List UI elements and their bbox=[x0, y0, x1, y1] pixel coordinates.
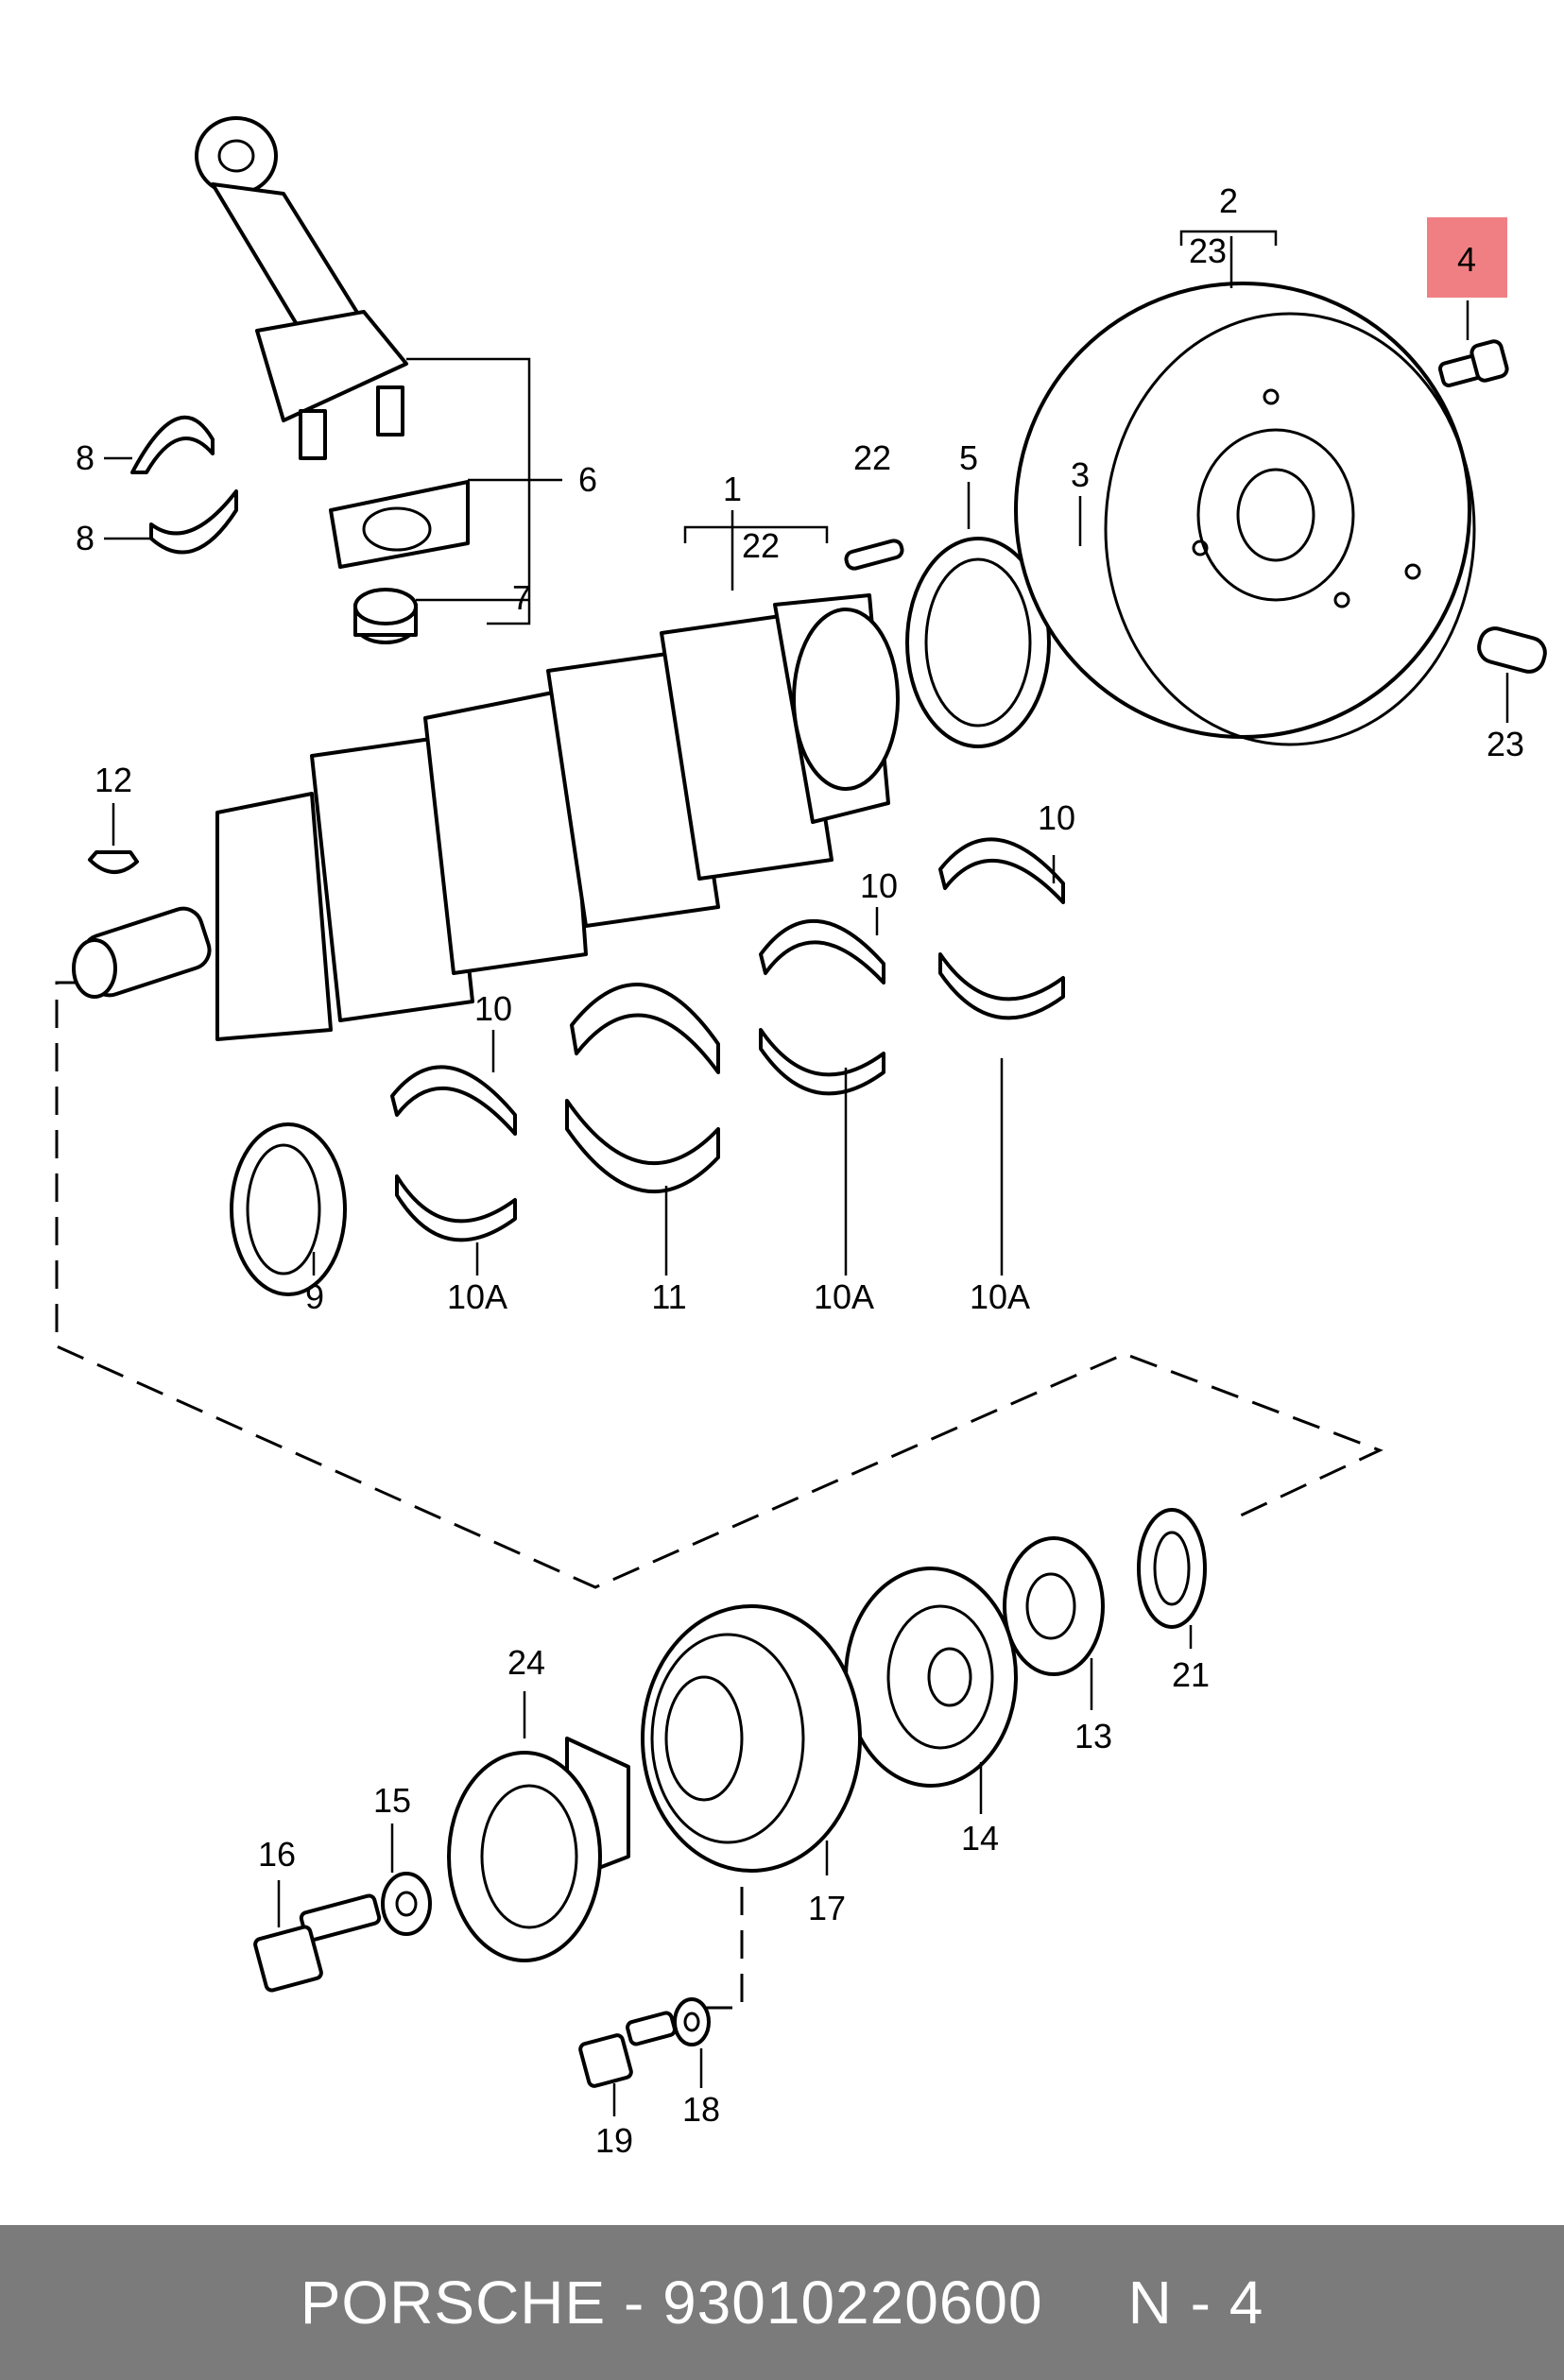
callout-9: 9 bbox=[305, 1277, 324, 1316]
callout-21: 21 bbox=[1172, 1655, 1210, 1694]
callout-10c: 10 bbox=[1038, 798, 1075, 837]
callout-16: 16 bbox=[258, 1835, 296, 1874]
callout-8a: 8 bbox=[76, 438, 95, 477]
callout-13: 13 bbox=[1074, 1717, 1112, 1755]
callout-3: 3 bbox=[1071, 455, 1090, 494]
leader-lines bbox=[104, 230, 1509, 2116]
pulley-17 bbox=[641, 1604, 862, 1873]
bolt-19 bbox=[578, 2011, 677, 2088]
sprocket-14 bbox=[844, 1567, 1018, 1788]
callout-2: 2 bbox=[1219, 181, 1238, 220]
separator: - bbox=[623, 2269, 645, 2337]
callout-4: 4 bbox=[1457, 240, 1476, 279]
callout-11: 11 bbox=[651, 1277, 686, 1316]
washer-18 bbox=[673, 1997, 711, 2046]
callout-7: 7 bbox=[512, 578, 531, 617]
callout-12: 12 bbox=[95, 761, 132, 799]
rod-bearing-shells bbox=[130, 415, 238, 555]
brand-name: PORSCHE bbox=[300, 2269, 607, 2337]
part-number-banner: PORSCHE - 93010220600 N - 4 bbox=[0, 2225, 1564, 2380]
seal-21 bbox=[1137, 1508, 1207, 1629]
callout-10a: 10 bbox=[474, 989, 512, 1028]
callout-24: 24 bbox=[507, 1643, 545, 1682]
callout-22a: 22 bbox=[742, 526, 780, 565]
callout-14: 14 bbox=[961, 1819, 999, 1858]
callout-18: 18 bbox=[682, 2090, 720, 2129]
flange-bearing bbox=[230, 1122, 347, 1296]
callout-labels: 1 22 2 23 4 3 5 22 6 7 8 8 23 12 10 10 1… bbox=[76, 181, 1524, 2160]
callout-5: 5 bbox=[959, 438, 978, 477]
callout-8b: 8 bbox=[76, 519, 95, 557]
callout-10A3: 10A bbox=[970, 1277, 1030, 1316]
bearing-shell-10-1 bbox=[390, 1065, 517, 1242]
rod-nut bbox=[353, 588, 418, 644]
assembly-dash-outline bbox=[55, 981, 1384, 1589]
bearing-shell-11 bbox=[565, 983, 720, 1194]
bearing-shell-10-2 bbox=[759, 919, 885, 1096]
pin-22 bbox=[844, 539, 904, 571]
seal-5 bbox=[905, 537, 1051, 748]
callout-17: 17 bbox=[808, 1889, 846, 1927]
callout-15: 15 bbox=[373, 1781, 411, 1820]
callout-6: 6 bbox=[578, 460, 597, 499]
part-number: 93010220600 bbox=[662, 2269, 1043, 2337]
callout-19: 19 bbox=[595, 2121, 633, 2160]
connecting-rod bbox=[195, 116, 408, 460]
rod-cap bbox=[329, 480, 470, 569]
woodruff-key bbox=[88, 850, 139, 874]
flywheel bbox=[1014, 282, 1476, 746]
callout-1: 1 bbox=[723, 470, 742, 508]
callout-23b: 23 bbox=[1487, 725, 1524, 763]
dowel-pin-23 bbox=[1477, 626, 1547, 674]
hub-24 bbox=[447, 1737, 630, 1962]
callout-23a: 23 bbox=[1189, 231, 1227, 270]
diagram-reference: N - 4 bbox=[1127, 2269, 1264, 2337]
washer-15 bbox=[381, 1872, 432, 1936]
crankshaft bbox=[72, 593, 900, 1041]
flywheel-bolt bbox=[1437, 339, 1509, 387]
highlight-box bbox=[1427, 217, 1507, 298]
callout-10A2: 10A bbox=[814, 1277, 874, 1316]
callout-10b: 10 bbox=[860, 866, 898, 905]
bolt-16 bbox=[253, 1893, 382, 1993]
exploded-parts-diagram: 1 22 2 23 4 3 5 22 6 7 8 8 23 12 10 10 1… bbox=[55, 116, 1547, 2160]
bearing-shell-10-3 bbox=[938, 837, 1065, 1020]
callout-10A1: 10A bbox=[447, 1277, 507, 1316]
gear-13 bbox=[1003, 1536, 1105, 1676]
callout-22b: 22 bbox=[853, 438, 891, 477]
